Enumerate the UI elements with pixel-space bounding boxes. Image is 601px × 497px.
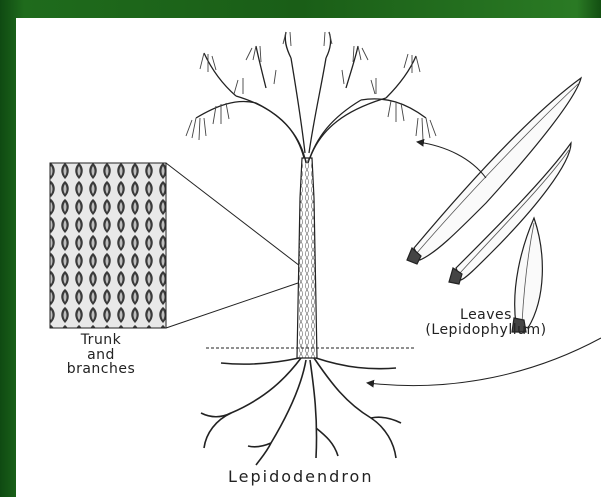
- leaves-label-line-1: Leaves: [412, 308, 560, 323]
- lepidodendron-illustration: [16, 18, 601, 497]
- diagram-canvas: Trunk and branches Leaves (Lepidophyllum…: [16, 18, 601, 497]
- crown: [196, 32, 426, 163]
- trunk-label-line-3: branches: [56, 362, 146, 377]
- arrow-to-roots: [368, 338, 601, 386]
- roots: [201, 358, 401, 465]
- bark-inset: [50, 163, 166, 328]
- trunk: [297, 158, 317, 358]
- arrow-leaves-to-crown: [418, 142, 486, 178]
- leaves-label: Leaves (Lepidophyllum): [412, 308, 560, 337]
- leaf-tufts: [186, 32, 436, 140]
- inset-connector-bottom: [166, 283, 298, 328]
- trunk-label-line-1: Trunk: [56, 333, 146, 348]
- leaves-label-line-2: (Lepidophyllum): [412, 323, 560, 338]
- leaves-group: [407, 78, 581, 332]
- inset-connector-top: [166, 163, 300, 266]
- trunk-label: Trunk and branches: [56, 333, 146, 377]
- trunk-label-line-2: and: [56, 348, 146, 363]
- diagram-title: Lepidodendron: [228, 469, 373, 486]
